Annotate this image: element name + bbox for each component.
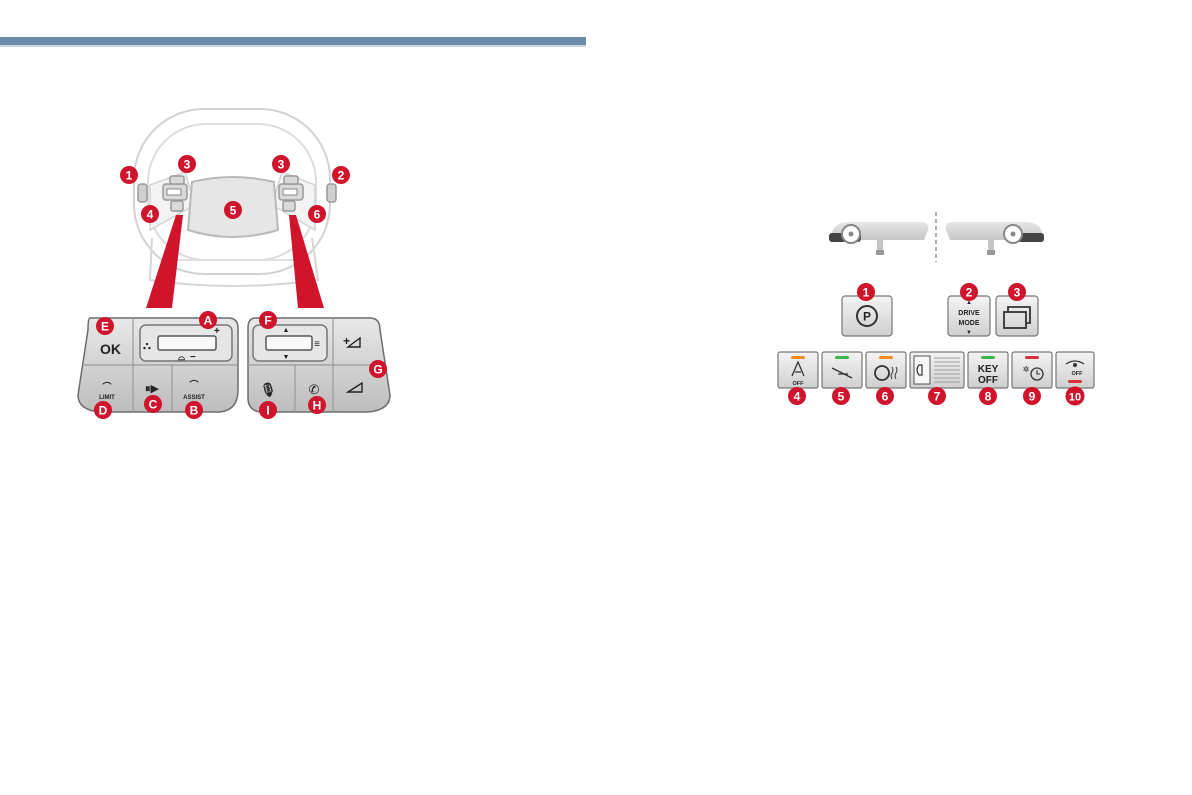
svg-text:3: 3 bbox=[1014, 286, 1021, 300]
screen-toggle-button[interactable] bbox=[996, 296, 1038, 336]
callout-console-3: 3 bbox=[1008, 283, 1026, 301]
ok-button-label: OK bbox=[100, 341, 121, 357]
callout-3-left: 3 bbox=[178, 155, 196, 173]
svg-text:6: 6 bbox=[882, 390, 889, 404]
svg-text:KEY: KEY bbox=[978, 364, 999, 375]
svg-text:5: 5 bbox=[838, 390, 845, 404]
svg-text:3: 3 bbox=[278, 158, 285, 172]
drive-mode-button[interactable]: ▲ DRIVE MODE ▼ bbox=[948, 296, 990, 336]
callout-6: 6 bbox=[308, 205, 326, 223]
assist-label: ASSIST bbox=[183, 395, 205, 401]
svg-text:MODE: MODE bbox=[959, 320, 980, 327]
fan-icon: ✲ bbox=[1023, 365, 1030, 374]
car-speed-icon: ⛬ bbox=[143, 340, 151, 352]
scroll-up-arrow-icon: ▲ bbox=[283, 327, 290, 334]
callout-2: 2 bbox=[332, 166, 350, 184]
callout-switch-7: 7 bbox=[928, 387, 946, 405]
status-led-orange bbox=[791, 356, 805, 359]
svg-text:D: D bbox=[99, 404, 108, 418]
svg-text:F: F bbox=[264, 314, 271, 328]
svg-text:9: 9 bbox=[1029, 390, 1036, 404]
svg-text:OFF: OFF bbox=[978, 375, 998, 386]
callout-switch-5: 5 bbox=[832, 387, 850, 405]
status-led-orange bbox=[879, 356, 893, 359]
rhd-indicator bbox=[946, 222, 1044, 255]
switch-8-key-off[interactable]: KEY OFF bbox=[968, 352, 1008, 388]
svg-text:1: 1 bbox=[126, 169, 133, 183]
callout-switch-10: 10 bbox=[1066, 387, 1085, 406]
svg-text:A: A bbox=[204, 314, 213, 328]
switch-4-lane-assist-off[interactable]: OFF bbox=[778, 352, 818, 388]
callout-switch-6: 6 bbox=[876, 387, 894, 405]
callout-D: D bbox=[94, 401, 112, 419]
svg-text:1: 1 bbox=[863, 286, 870, 300]
status-led-red bbox=[1025, 356, 1039, 359]
menu-list-icon: ≡ bbox=[314, 339, 320, 350]
callout-G: G bbox=[369, 360, 387, 378]
svg-text:5: 5 bbox=[230, 204, 237, 218]
svg-text:10: 10 bbox=[1069, 392, 1081, 404]
callout-switch-8: 8 bbox=[979, 387, 997, 405]
assist-icon: ⌒ bbox=[188, 379, 199, 390]
callout-switch-9: 9 bbox=[1023, 387, 1041, 405]
svg-text:H: H bbox=[313, 399, 322, 413]
svg-text:8: 8 bbox=[985, 390, 992, 404]
svg-text:4: 4 bbox=[147, 208, 154, 222]
callout-1: 1 bbox=[120, 166, 138, 184]
svg-text:−: − bbox=[190, 352, 196, 363]
drive-mode-down-arrow-icon: ▼ bbox=[966, 330, 972, 336]
callout-console-1: 1 bbox=[857, 283, 875, 301]
svg-text:2: 2 bbox=[338, 169, 345, 183]
pause-resume-icon: ⏸▶ bbox=[145, 383, 159, 395]
parking-brake-icon: P bbox=[863, 310, 871, 324]
svg-text:G: G bbox=[373, 363, 382, 377]
switch-7-headlamp-adjust[interactable] bbox=[910, 352, 964, 388]
svg-text:OFF: OFF bbox=[793, 381, 805, 387]
switch-10-sensor-off[interactable]: OFF bbox=[1056, 352, 1094, 388]
svg-text:DRIVE: DRIVE bbox=[958, 310, 980, 317]
callout-F: F bbox=[259, 311, 277, 329]
svg-text:3: 3 bbox=[184, 158, 191, 172]
speed-gauge-minus-icon: ⌓ bbox=[178, 352, 185, 362]
limit-icon: ⌒ bbox=[101, 381, 112, 392]
callout-E: E bbox=[96, 317, 114, 335]
svg-text:B: B bbox=[190, 404, 199, 418]
status-led-red bbox=[1068, 380, 1082, 383]
callout-5: 5 bbox=[224, 201, 242, 219]
callout-H: H bbox=[308, 396, 326, 414]
switch-6-heated-steering-wheel[interactable] bbox=[866, 352, 906, 388]
svg-text:C: C bbox=[149, 398, 158, 412]
lhd-indicator bbox=[829, 222, 928, 255]
status-led-green bbox=[835, 356, 849, 359]
limit-label: LIMIT bbox=[99, 395, 115, 401]
callout-A: A bbox=[199, 311, 217, 329]
callout-4: 4 bbox=[141, 205, 159, 223]
callout-console-2: 2 bbox=[960, 283, 978, 301]
microphone-icon: 🎙 bbox=[260, 382, 277, 397]
svg-text:7: 7 bbox=[934, 390, 941, 404]
switch-5-hill-descent[interactable] bbox=[822, 352, 862, 388]
callout-C: C bbox=[144, 395, 162, 413]
phone-icon: ✆ bbox=[309, 382, 320, 397]
callout-3-right: 3 bbox=[272, 155, 290, 173]
parking-brake-button[interactable]: P bbox=[842, 296, 892, 336]
callout-I: I bbox=[259, 401, 277, 419]
svg-text:E: E bbox=[101, 320, 109, 334]
callout-B: B bbox=[185, 401, 203, 419]
svg-text:+: + bbox=[214, 326, 220, 337]
thumbwheel-ridges bbox=[934, 358, 960, 382]
scroll-down-arrow-icon: ▼ bbox=[283, 354, 290, 361]
svg-text:I: I bbox=[266, 404, 269, 418]
svg-text:OFF: OFF bbox=[1072, 371, 1084, 377]
switch-9-preconditioning[interactable]: ✲ bbox=[1012, 352, 1052, 388]
svg-text:2: 2 bbox=[966, 286, 973, 300]
svg-text:6: 6 bbox=[314, 208, 321, 222]
callout-switch-4: 4 bbox=[788, 387, 806, 405]
svg-text:4: 4 bbox=[794, 390, 801, 404]
status-led-green bbox=[981, 356, 995, 359]
